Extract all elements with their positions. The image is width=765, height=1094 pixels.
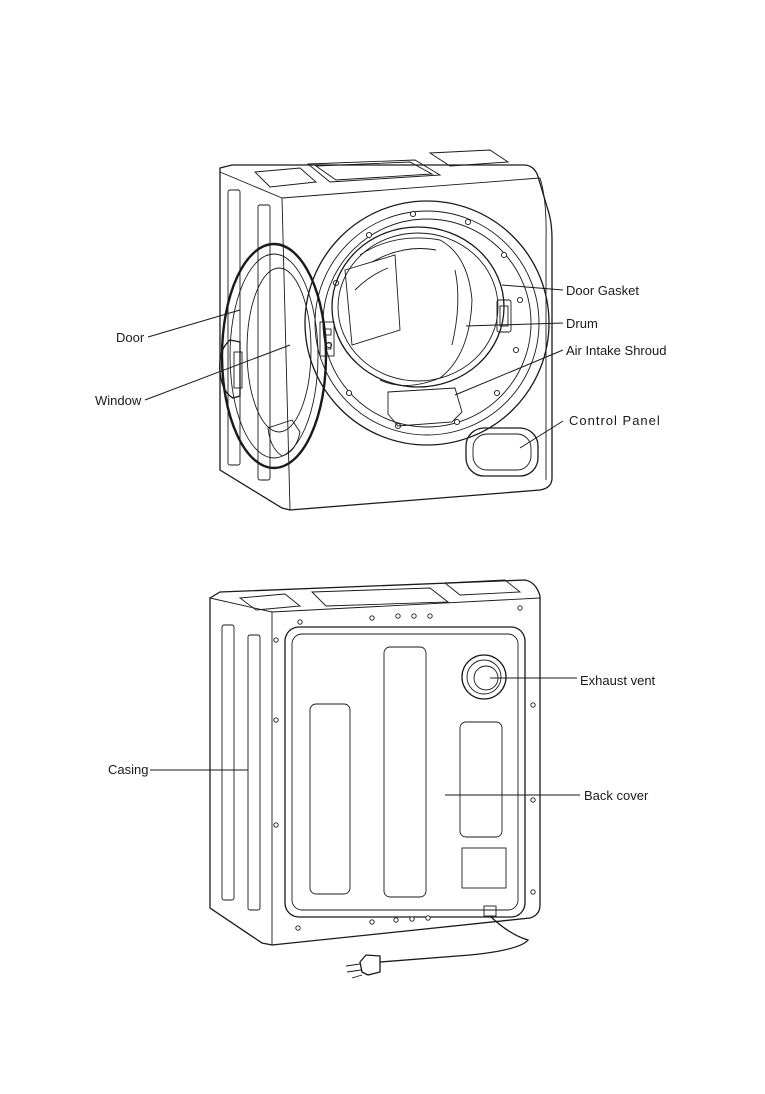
casing-slot-1 <box>222 625 234 900</box>
door-gasket-outer <box>305 201 549 445</box>
window-leader <box>145 345 290 400</box>
back-rivets <box>274 606 535 930</box>
control-panel-outer <box>466 428 538 476</box>
back-top-panel-left <box>240 594 300 610</box>
door-lint-trap <box>268 420 300 456</box>
drum-opening <box>332 227 504 387</box>
lint-filter <box>345 255 400 345</box>
casing-label: Casing <box>108 762 148 777</box>
door <box>222 244 326 468</box>
exhaust-vent <box>462 655 506 699</box>
control-panel-label: Control Panel <box>569 413 661 428</box>
back-cover-label: Back cover <box>584 788 649 803</box>
side-slot-1 <box>228 190 240 465</box>
cord-strain-relief <box>484 906 496 916</box>
drum-label: Drum <box>566 316 598 331</box>
window <box>247 268 311 432</box>
back-panel-slot-left <box>310 704 350 894</box>
top-panel-left <box>255 168 316 187</box>
front-face-edge <box>282 178 546 510</box>
casing-slot-2 <box>248 635 260 910</box>
control-panel-leader <box>520 421 563 448</box>
window-label: Window <box>95 393 142 408</box>
top-panel-right <box>430 150 508 166</box>
power-plug <box>360 955 380 975</box>
door-label: Door <box>116 330 145 345</box>
back-top-panel-middle <box>312 588 448 606</box>
exhaust-vent-label: Exhaust vent <box>580 673 656 688</box>
back-vent-grille <box>462 848 506 888</box>
door-leader <box>148 310 240 337</box>
door-gasket-label: Door Gasket <box>566 283 639 298</box>
back-panel-slot-right <box>460 722 502 837</box>
air-intake-shroud-label: Air Intake Shroud <box>566 343 666 358</box>
dryer-body-back <box>210 580 540 945</box>
control-panel-inner <box>473 434 531 470</box>
door-gasket-inner <box>315 211 539 435</box>
gasket-screws <box>326 211 522 428</box>
air-intake-shroud <box>388 388 462 426</box>
back-panel-slot-center <box>384 647 426 897</box>
back-view: Exhaust vent Back cover Casing <box>108 580 656 978</box>
air-intake-shroud-leader <box>455 350 563 395</box>
front-view: Door Gasket Drum Air Intake Shroud Contr… <box>95 150 666 510</box>
power-cord <box>380 916 528 962</box>
back-cover <box>285 627 525 917</box>
